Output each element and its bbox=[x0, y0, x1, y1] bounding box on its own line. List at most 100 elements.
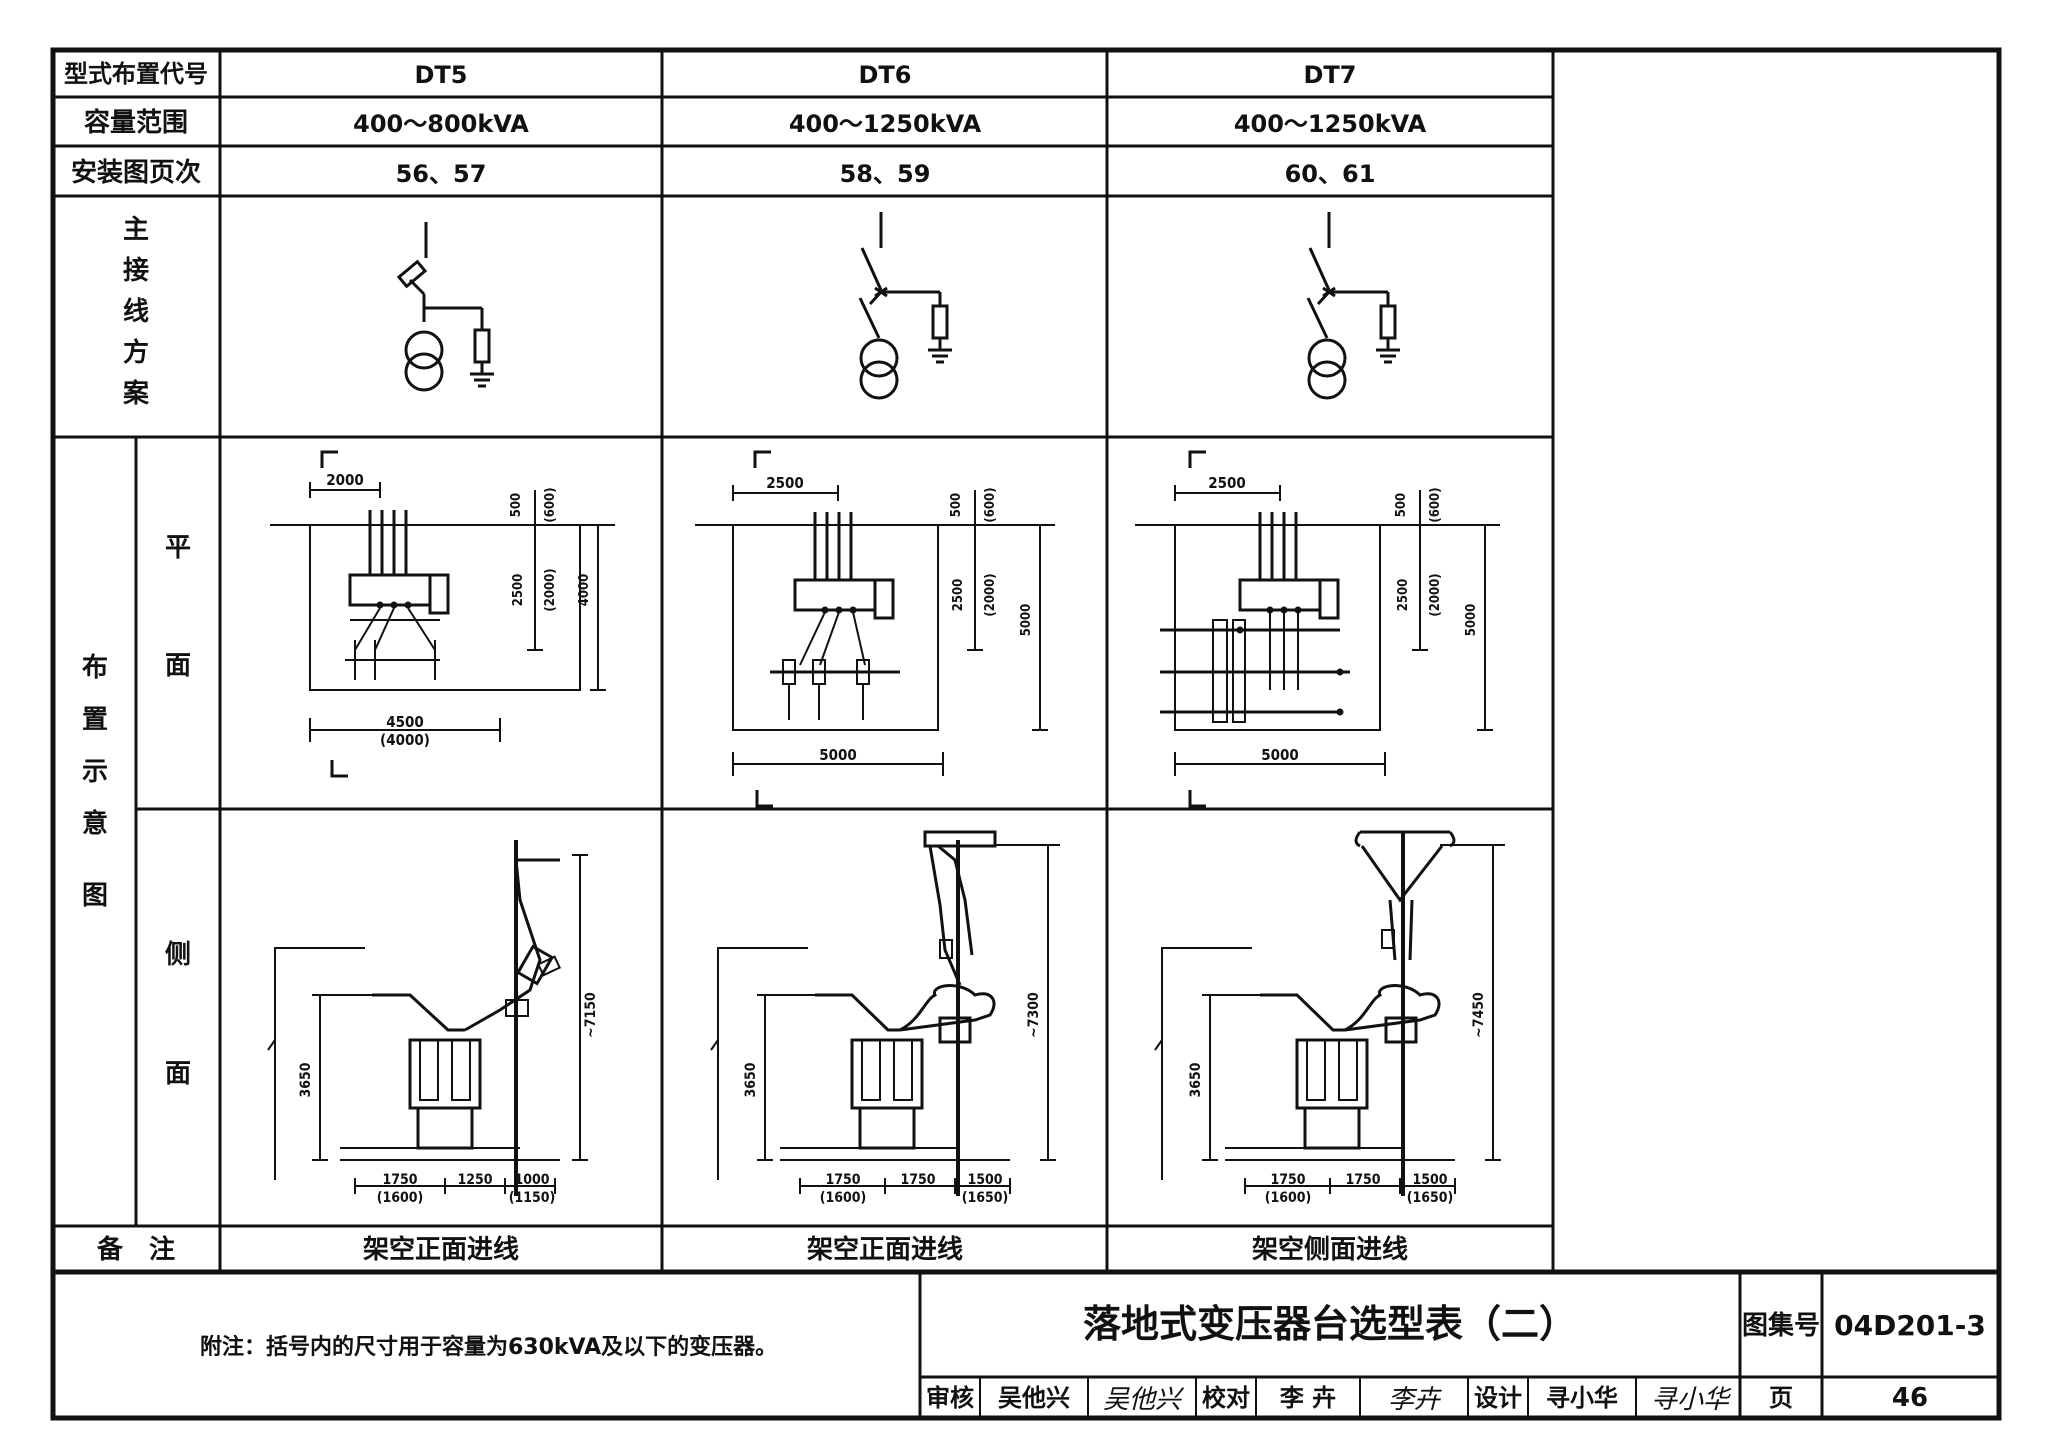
plan-dt5-ra: 500 bbox=[509, 493, 524, 517]
remark-dt5: 架空正面进线 bbox=[363, 1234, 519, 1265]
page-label: 页 bbox=[1769, 1384, 1793, 1412]
svg-text:线: 线 bbox=[123, 297, 149, 327]
reviewer-name: 吴他兴 bbox=[998, 1384, 1070, 1412]
side-dt5-b3b: (1150) bbox=[509, 1190, 556, 1206]
footnote: 附注：括号内的尺寸用于容量为630kVA及以下的变压器。 bbox=[200, 1334, 777, 1360]
plan-view-dt7: 2500 5000 500 (600) 2500 (2000) bbox=[1135, 450, 1500, 808]
side-dt5-b1b: (1600) bbox=[377, 1190, 424, 1206]
page-number: 46 bbox=[1892, 1383, 1928, 1413]
wiring-scheme-dt7 bbox=[1306, 212, 1402, 400]
side-dt6-b1: 1750 bbox=[825, 1172, 860, 1188]
code-dt7: DT7 bbox=[1304, 61, 1357, 89]
side-dt7-b1b: (1600) bbox=[1265, 1190, 1312, 1206]
side-dt5-height: 3650 bbox=[298, 1062, 314, 1097]
svg-text:方: 方 bbox=[123, 337, 149, 368]
plan-dt5-rb2: (2000) bbox=[543, 568, 558, 611]
svg-text:图: 图 bbox=[82, 881, 108, 911]
column-dt5-text: DT5 400～800kVA 56、57 架空正面进线 bbox=[353, 61, 529, 1265]
svg-text:示: 示 bbox=[82, 757, 108, 787]
plan-dt6-bottom-dim: 5000 bbox=[819, 746, 857, 764]
side-dt6-b3: 1500 bbox=[967, 1172, 1002, 1188]
side-dt7-b3b: (1650) bbox=[1407, 1190, 1454, 1206]
capacity-dt5: 400～800kVA bbox=[353, 110, 529, 138]
title-block: 落地式变压器台选型表（二） 图集号 04D201-3 审核 吴他兴 吴他兴 校对… bbox=[926, 1302, 1986, 1415]
header-plan: 平 面 bbox=[165, 533, 191, 681]
svg-text:平: 平 bbox=[165, 533, 191, 563]
plan-view-dt5: 2000 4500 (4000) 500 (600) 2500 (2000) 4… bbox=[270, 450, 615, 778]
side-view-dt5: 3650 ~7150 1750 (1600) 1250 1000 (1150) bbox=[267, 840, 599, 1206]
svg-text:布: 布 bbox=[82, 653, 108, 683]
plan-dt7-rb2: (2000) bbox=[1428, 573, 1443, 616]
side-dt7-b1: 1750 bbox=[1270, 1172, 1305, 1188]
plan-dt7-ra: 500 bbox=[1394, 493, 1409, 517]
side-dt7-total: ~7450 bbox=[1471, 992, 1487, 1038]
side-dt7-b2: 1750 bbox=[1345, 1172, 1380, 1188]
reviewer-signature: 吴他兴 bbox=[1103, 1385, 1185, 1415]
plan-dt7-rb: 2500 bbox=[1396, 579, 1411, 612]
side-dt6-total: ~7300 bbox=[1026, 992, 1042, 1038]
side-dt7-height: 3650 bbox=[1188, 1062, 1204, 1097]
designer-signature: 寻小华 bbox=[1651, 1385, 1732, 1415]
header-layout-diagram: 布 置 示 意 图 bbox=[82, 653, 108, 911]
svg-text:侧: 侧 bbox=[165, 940, 191, 970]
side-dt5-b1: 1750 bbox=[382, 1172, 417, 1188]
plan-dt5-ra2: (600) bbox=[543, 487, 558, 522]
svg-text:面: 面 bbox=[165, 1059, 191, 1089]
svg-text:面: 面 bbox=[165, 651, 191, 681]
pages-dt7: 60、61 bbox=[1285, 160, 1376, 188]
review-label: 审核 bbox=[926, 1384, 974, 1412]
plan-dt7-top-dim: 2500 bbox=[1208, 474, 1246, 492]
svg-text:主: 主 bbox=[123, 215, 149, 245]
check-label: 校对 bbox=[1202, 1384, 1250, 1412]
checker-signature: 李卉 bbox=[1388, 1385, 1442, 1415]
column-dt6-text: DT6 400～1250kVA 58、59 架空正面进线 bbox=[789, 61, 982, 1265]
header-type-code: 型式布置代号 bbox=[64, 60, 208, 88]
side-dt7-b3: 1500 bbox=[1412, 1172, 1447, 1188]
header-side: 侧 面 bbox=[165, 940, 191, 1089]
plan-dt6-top-dim: 2500 bbox=[766, 474, 804, 492]
table-frame bbox=[50, 47, 2002, 1421]
plan-view-dt6: 2500 5000 500 (600) 2500 (2000) 5000 bbox=[695, 450, 1055, 808]
side-dt5-b3: 1000 bbox=[514, 1172, 549, 1188]
capacity-dt7: 400～1250kVA bbox=[1234, 110, 1427, 138]
wiring-scheme-dt5 bbox=[396, 222, 496, 392]
header-remarks: 备 注 bbox=[96, 1234, 175, 1265]
design-label: 设计 bbox=[1474, 1384, 1522, 1412]
plan-dt5-bottom-dim: 4500 bbox=[386, 713, 424, 731]
code-dt5: DT5 bbox=[415, 61, 468, 89]
remark-dt7: 架空侧面进线 bbox=[1252, 1234, 1408, 1265]
plan-dt5-bottom-dim2: (4000) bbox=[380, 731, 430, 749]
checker-name: 李 卉 bbox=[1280, 1384, 1336, 1412]
remark-dt6: 架空正面进线 bbox=[807, 1234, 963, 1265]
plan-dt5-rb: 2500 bbox=[511, 574, 526, 607]
code-dt6: DT6 bbox=[859, 61, 912, 89]
designer-name: 寻小华 bbox=[1546, 1384, 1618, 1412]
plan-dt6-rtotal: 5000 bbox=[1019, 604, 1034, 637]
plan-dt6-ra2: (600) bbox=[983, 487, 998, 522]
atlas-label: 图集号 bbox=[1742, 1310, 1820, 1341]
header-install-page: 安装图页次 bbox=[71, 158, 201, 188]
svg-text:置: 置 bbox=[82, 705, 108, 735]
outer-border bbox=[50, 47, 2002, 1421]
pages-dt6: 58、59 bbox=[840, 160, 931, 188]
side-dt6-b2: 1750 bbox=[900, 1172, 935, 1188]
row-headers: 型式布置代号 容量范围 安装图页次 主 接 线 方 案 布 置 示 意 图 平 … bbox=[64, 60, 208, 1265]
plan-dt7-rtotal: 5000 bbox=[1464, 604, 1479, 637]
column-dt7-text: DT7 400～1250kVA 60、61 架空侧面进线 bbox=[1234, 61, 1427, 1265]
plan-dt6-ra: 500 bbox=[949, 493, 964, 517]
header-capacity: 容量范围 bbox=[84, 107, 188, 138]
pages-dt5: 56、57 bbox=[396, 160, 487, 188]
header-wiring-scheme: 主 接 线 方 案 bbox=[122, 215, 150, 409]
side-dt6-b3b: (1650) bbox=[962, 1190, 1009, 1206]
plan-dt7-bottom-dim: 5000 bbox=[1261, 746, 1299, 764]
drawing-title: 落地式变压器台选型表（二） bbox=[1083, 1302, 1577, 1346]
plan-dt6-rb2: (2000) bbox=[983, 573, 998, 616]
side-dt6-height: 3650 bbox=[743, 1062, 759, 1097]
plan-dt5-rtotal: 4000 bbox=[577, 574, 592, 607]
side-dt6-b1b: (1600) bbox=[820, 1190, 867, 1206]
side-view-dt7: 3650 ~7450 1750 (1600) 1750 1500 (1650) bbox=[1154, 830, 1505, 1206]
plan-dt6-rb: 2500 bbox=[951, 579, 966, 612]
svg-text:意: 意 bbox=[82, 808, 108, 839]
side-dt5-total: ~7150 bbox=[583, 992, 599, 1038]
